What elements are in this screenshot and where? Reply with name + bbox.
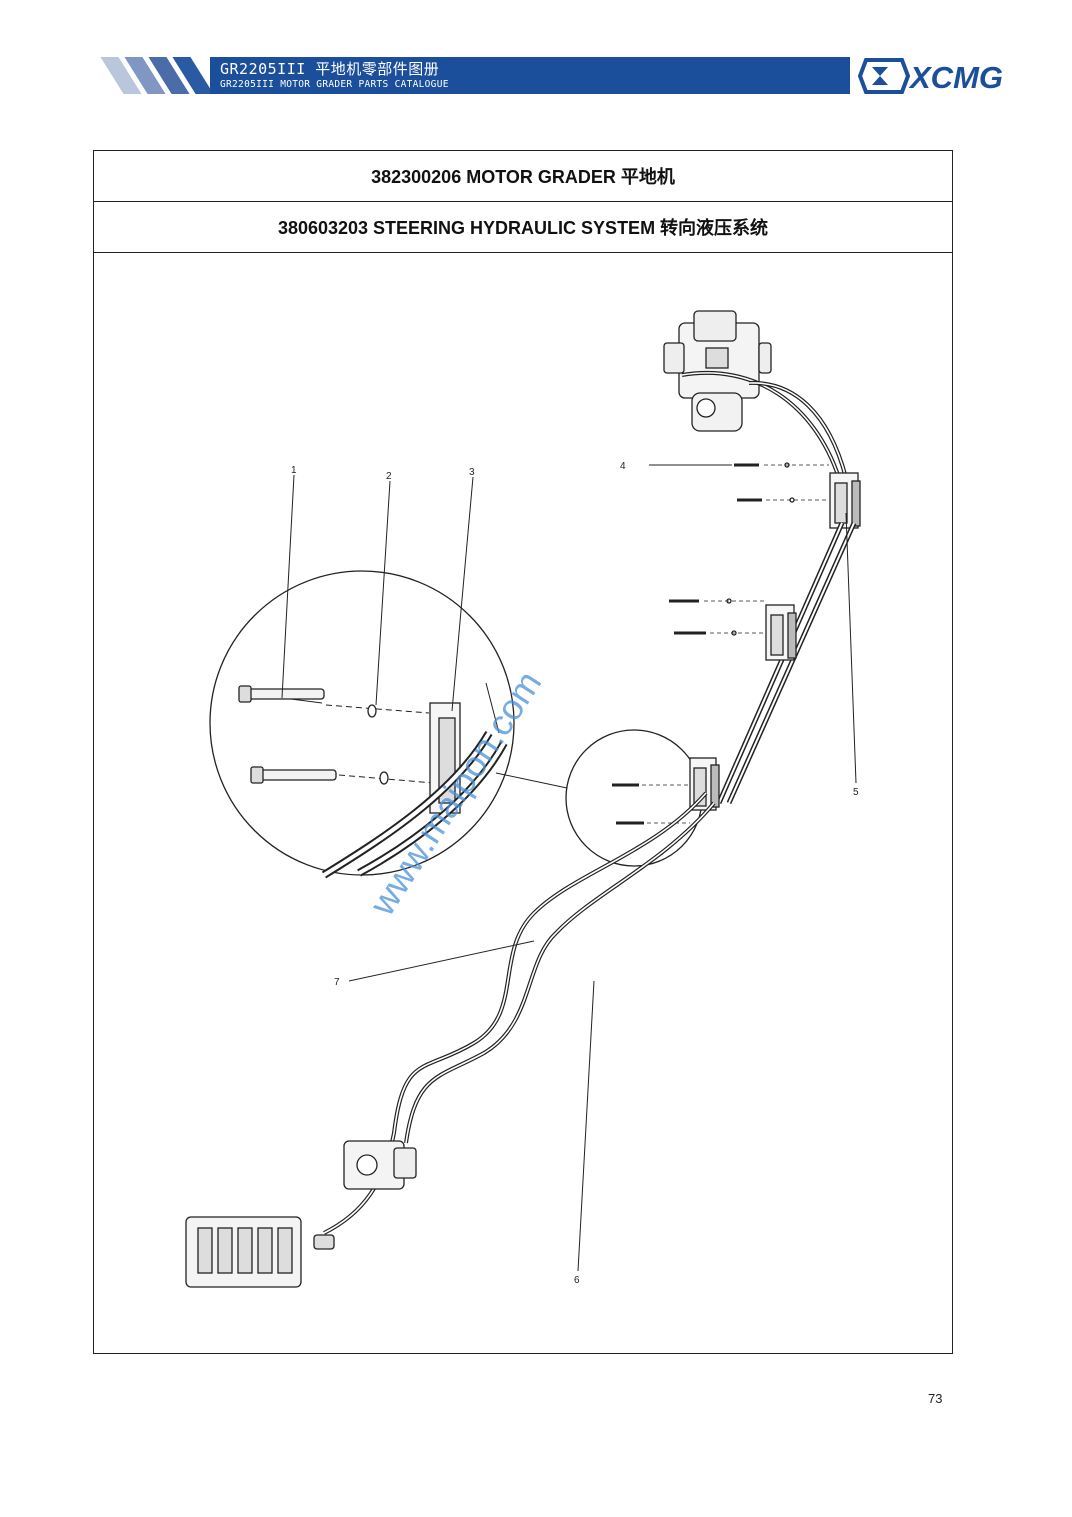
parts-frame: 382300206 MOTOR GRADER 平地机 380603203 STE…	[93, 150, 953, 1354]
detail-circle-small	[565, 729, 703, 867]
catalogue-title-cn: GR2205III 平地机零部件图册	[220, 60, 440, 78]
clamp-middle	[765, 604, 797, 661]
clamp-lower	[689, 757, 720, 811]
header-banner: GR2205III 平地机零部件图册 GR2205III MOTOR GRADE…	[98, 52, 1068, 98]
callout-6: 6	[574, 1275, 580, 1286]
xcmg-logo: XCMG	[858, 58, 1003, 94]
detail-circle-large	[209, 570, 515, 879]
machine-title: 382300206 MOTOR GRADER 平地机	[94, 151, 952, 202]
callout-1: 1	[291, 465, 297, 476]
bolts-top	[734, 462, 829, 503]
exploded-diagram: 1 2 3 4 5 6 7 www.maipon.com	[185, 310, 861, 1288]
system-title: 380603203 STEERING HYDRAULIC SYSTEM 转向液压…	[94, 202, 952, 253]
steering-valve-illustration	[343, 1140, 417, 1190]
steering-pump-illustration	[663, 310, 772, 432]
callout-3: 3	[469, 467, 475, 478]
bolts-middle	[669, 598, 766, 636]
callout-5: 5	[853, 787, 859, 798]
control-valve-illustration	[185, 1216, 335, 1288]
clamp-top	[829, 472, 861, 529]
callout-7: 7	[334, 977, 340, 988]
banner-bar	[210, 57, 850, 94]
logo-text: XCMG	[908, 60, 1003, 94]
catalogue-title-en: GR2205III MOTOR GRADER PARTS CATALOGUE	[220, 79, 449, 90]
callout-4: 4	[620, 461, 626, 472]
page-number: 73	[928, 1391, 943, 1406]
callout-2: 2	[386, 471, 392, 482]
